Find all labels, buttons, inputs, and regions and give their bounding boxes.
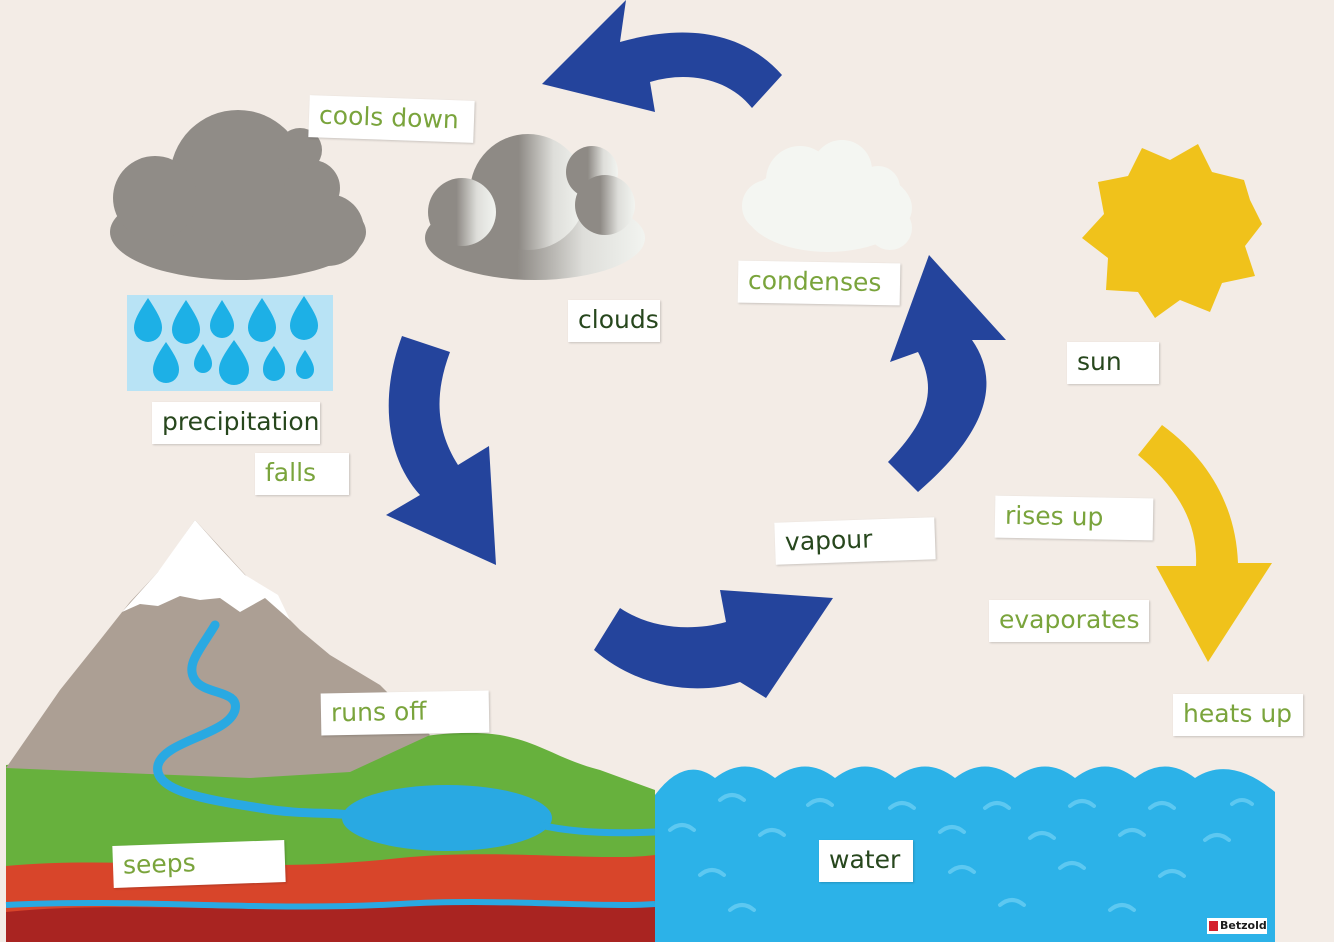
sun-rays-icon <box>1082 144 1262 318</box>
sea-illustration <box>655 766 1275 942</box>
sea <box>655 766 1275 942</box>
label-condenses: condenses <box>737 260 901 306</box>
outflow-stream <box>539 821 656 837</box>
rain-cloud-icon <box>110 110 366 280</box>
brand-mark-icon <box>1209 921 1218 931</box>
label-precipitation: precipitation <box>152 402 320 444</box>
label-water: water <box>819 840 913 882</box>
heat-arrow-icon <box>1138 425 1272 662</box>
label-clouds: clouds <box>568 300 660 342</box>
groundwater-stream <box>5 899 656 910</box>
brand-logo: Betzold <box>1207 918 1267 934</box>
arrow-right-condenses <box>888 255 1006 492</box>
land-illustration <box>5 520 656 942</box>
arrow-left-falls <box>386 336 496 565</box>
forming-cloud-icon <box>425 134 645 280</box>
label-heats-up: heats up <box>1173 694 1303 736</box>
label-vapour: vapour <box>774 517 936 565</box>
light-cloud-icon <box>742 140 912 252</box>
label-cools-down: cools down <box>308 95 475 143</box>
wave-marks <box>668 793 1254 912</box>
river <box>153 620 355 820</box>
label-falls: falls <box>255 453 349 495</box>
label-evaporates: evaporates <box>989 600 1149 642</box>
label-runs-off: runs off <box>320 690 490 736</box>
snow-cap-icon <box>122 520 290 620</box>
arrow-top-cools-down <box>542 0 782 112</box>
label-seeps: seeps <box>112 840 286 888</box>
label-sun: sun <box>1067 342 1159 384</box>
raindrops-icon <box>134 296 318 385</box>
cycle-arrows <box>386 0 1006 698</box>
lake <box>342 785 552 851</box>
label-rises-up: rises up <box>994 495 1154 541</box>
brand-name: Betzold <box>1220 919 1267 932</box>
arrow-bottom <box>594 590 833 698</box>
